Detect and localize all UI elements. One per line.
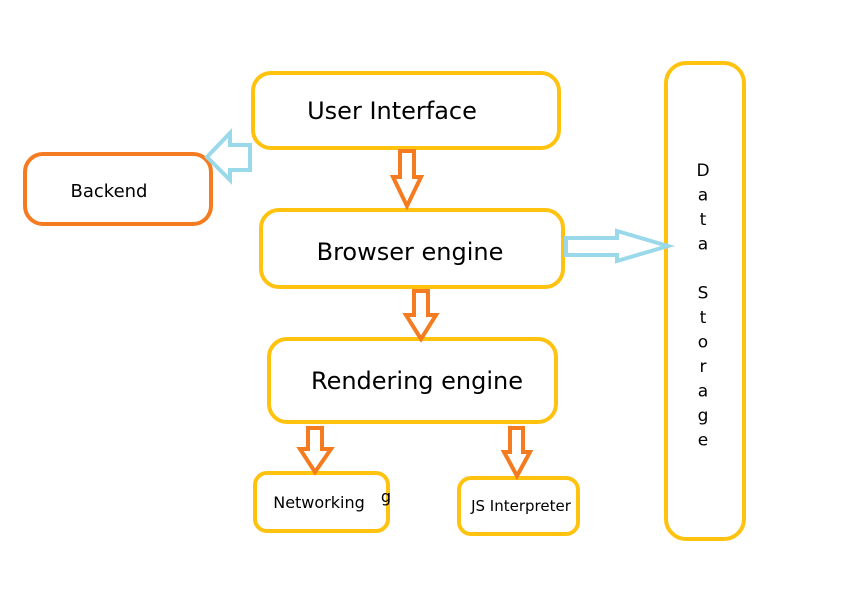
js-interpreter-label: JS Interpreter: [470, 497, 572, 515]
arrow-browser-to-storage: [564, 228, 676, 264]
backend-label: Backend: [71, 181, 148, 202]
data-storage-letter: D: [696, 161, 709, 181]
rendering-engine-box: [267, 337, 558, 424]
data-storage-box: [664, 61, 746, 541]
data-storage-letter: e: [698, 431, 708, 451]
js-interpreter-box: [457, 476, 580, 536]
data-storage-letter: g: [698, 406, 709, 426]
data-storage-letter: o: [698, 333, 708, 353]
user-interface-box: [251, 71, 561, 150]
browser-engine-label: Browser engine: [317, 238, 504, 266]
data-storage-letter: t: [700, 210, 707, 230]
data-storage-letter: a: [698, 235, 708, 255]
arrow-rendering-to-networking: [296, 426, 335, 476]
networking-stray-letter: g: [381, 487, 391, 506]
backend-box: [23, 152, 213, 226]
user-interface-label: User Interface: [307, 97, 477, 125]
data-storage-letter: r: [700, 357, 707, 377]
rendering-engine-label: Rendering engine: [311, 367, 523, 395]
arrow-rendering-to-js: [500, 426, 534, 481]
networking-box: [253, 471, 390, 533]
data-storage-letter: a: [698, 186, 708, 206]
arrow-ui-to-backend: [204, 128, 252, 185]
networking-label: Networking: [273, 493, 365, 512]
data-storage-letter: S: [698, 284, 709, 304]
browser-engine-box: [259, 208, 565, 289]
data-storage-letter: a: [698, 382, 708, 402]
arrow-ui-to-browser: [389, 149, 425, 211]
data-storage-letter: t: [700, 308, 707, 328]
arrow-browser-to-rendering: [402, 289, 440, 343]
